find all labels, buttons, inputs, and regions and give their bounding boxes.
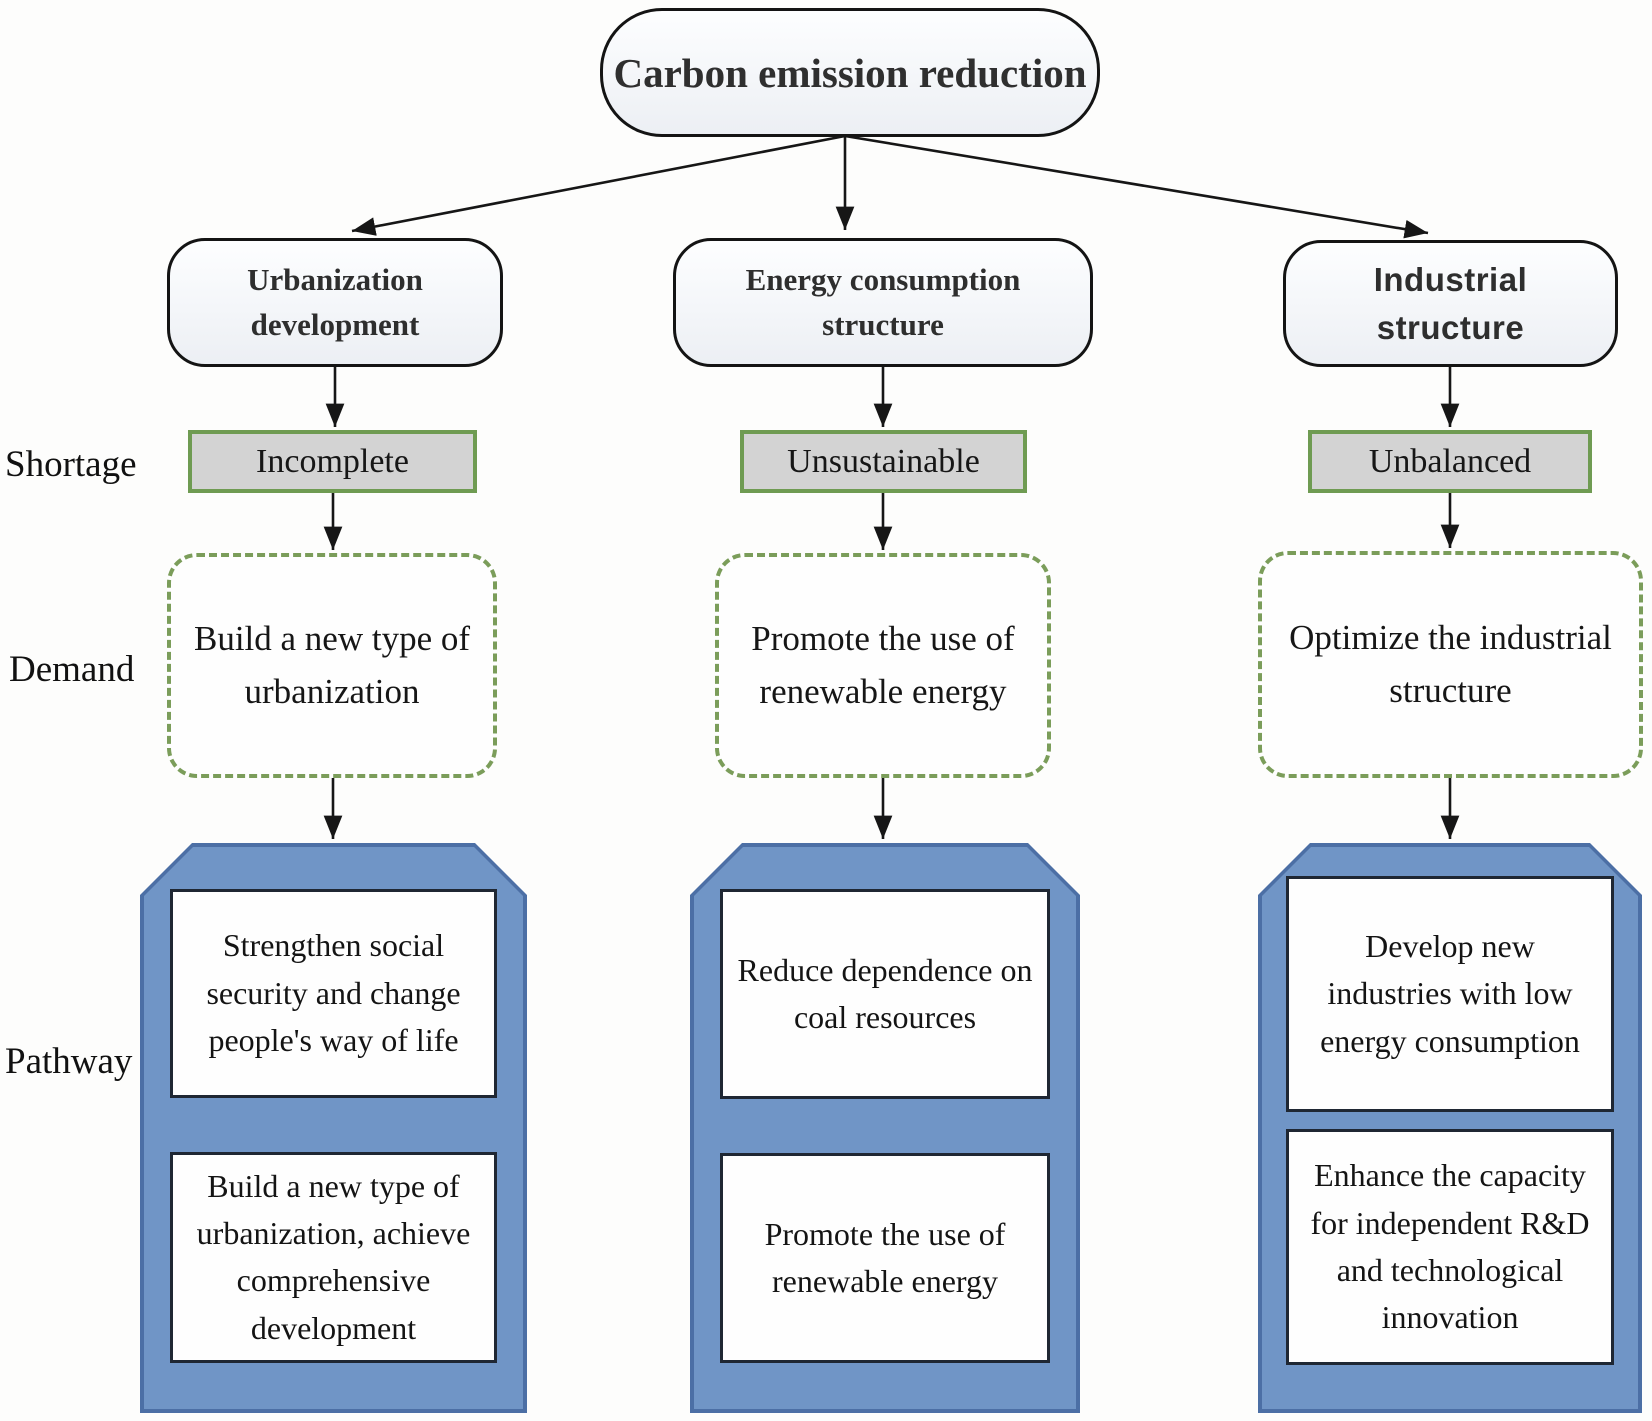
pathway-box: Strengthen social security and change pe… (170, 889, 497, 1098)
demand-label: Optimize the industrial structure (1289, 618, 1612, 710)
shortage-label: Unbalanced (1368, 442, 1532, 480)
demand-box-urbanization: Build a new type of urbanization (167, 553, 497, 778)
pathway-container-energy: Reduce dependence on coal resources Prom… (690, 843, 1080, 1413)
shortage-box-incomplete: Incomplete (188, 430, 477, 493)
header-label: Industrial structure (1373, 260, 1528, 346)
pathway-container-industrial: Develop new industries with low energy c… (1258, 843, 1642, 1413)
pathway-box: Enhance the capacity for independent R&D… (1286, 1129, 1614, 1365)
row-label-shortage: Shortage (5, 444, 137, 485)
shortage-box-unsustainable: Unsustainable (740, 430, 1027, 493)
pathway-container-urbanization: Strengthen social security and change pe… (140, 843, 527, 1413)
pathway-label: Develop new industries with low energy c… (1320, 927, 1580, 1059)
pathway-label: Strengthen social security and change pe… (206, 927, 461, 1058)
header-label: Energy consumption structure (745, 261, 1021, 342)
row-label-pathway: Pathway (5, 1041, 133, 1082)
pathway-box: Build a new type of urbanization, achiev… (170, 1151, 497, 1363)
shortage-label: Unsustainable (787, 442, 980, 480)
root-node-carbon-emission-reduction: Carbon emission reduction (600, 8, 1100, 137)
pathway-label: Reduce dependence on coal resources (737, 951, 1033, 1035)
demand-box-renewable-energy: Promote the use of renewable energy (715, 553, 1051, 778)
header-label: Urbanization development (247, 261, 423, 342)
pathway-box: Develop new industries with low energy c… (1286, 876, 1614, 1112)
header-node-energy-consumption-structure: Energy consumption structure (673, 238, 1093, 367)
demand-box-industrial-structure: Optimize the industrial structure (1258, 551, 1643, 778)
shortage-label: Incomplete (256, 442, 409, 480)
row-label-demand: Demand (9, 649, 135, 690)
pathway-box: Promote the use of renewable energy (720, 1153, 1050, 1363)
pathway-label: Enhance the capacity for independent R&D… (1310, 1157, 1590, 1336)
root-node-label: Carbon emission reduction (613, 49, 1087, 96)
shortage-box-unbalanced: Unbalanced (1308, 430, 1592, 493)
header-node-urbanization-development: Urbanization development (167, 238, 503, 367)
pathway-box: Reduce dependence on coal resources (720, 889, 1050, 1099)
pathway-label: Promote the use of renewable energy (764, 1215, 1006, 1299)
demand-label: Build a new type of urbanization (193, 619, 471, 711)
header-node-industrial-structure: Industrial structure (1283, 240, 1618, 367)
pathway-label: Build a new type of urbanization, achiev… (196, 1167, 471, 1346)
demand-label: Promote the use of renewable energy (751, 619, 1015, 711)
